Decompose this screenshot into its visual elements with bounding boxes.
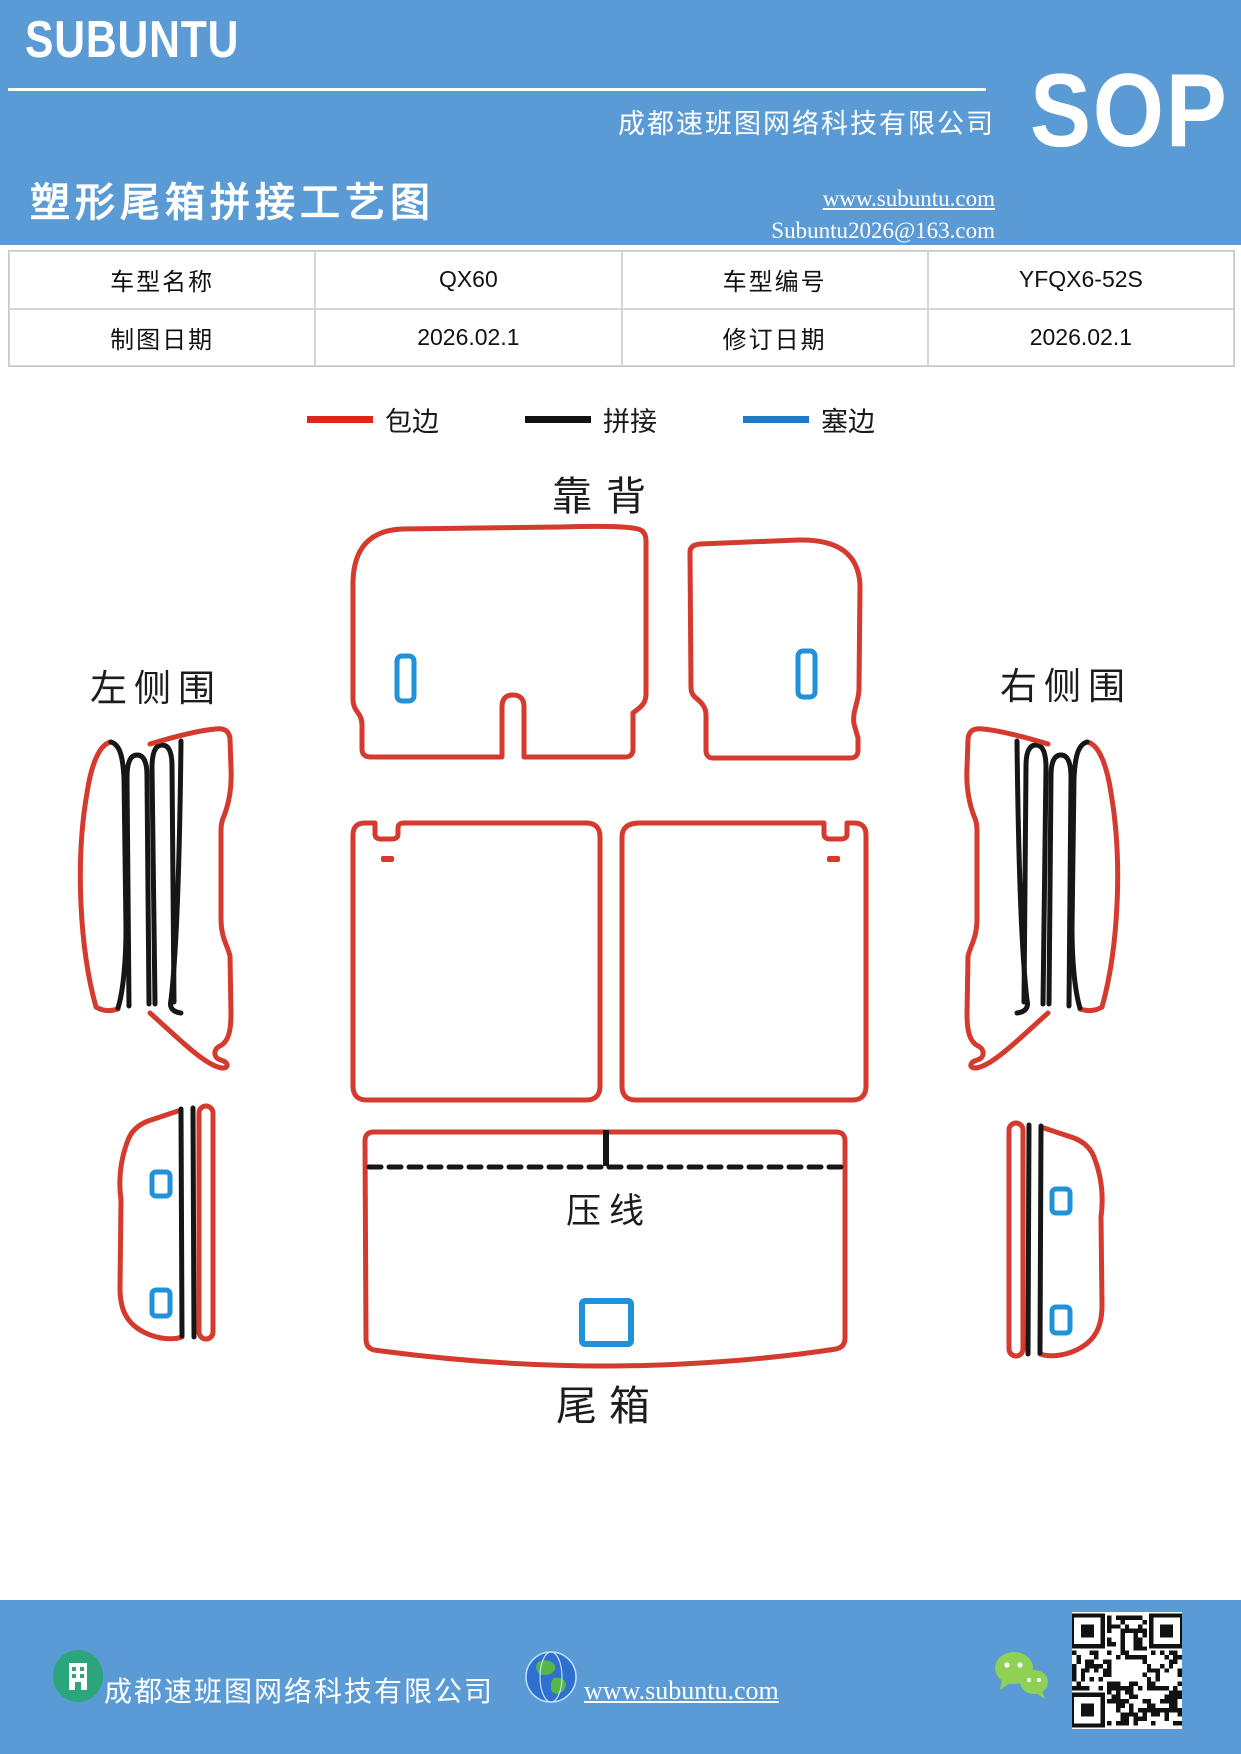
label-right-side: 右侧围 <box>1000 667 1132 708</box>
legend-item-wrap-edge: 包边 <box>307 400 439 439</box>
footer-website-link[interactable]: www.subuntu.com <box>584 1676 779 1705</box>
wrap-edge-line-swatch <box>307 416 373 423</box>
side-bolster-group <box>77 726 234 1071</box>
seat-right-piece <box>619 820 869 1103</box>
vehicle-info-table: 车型名称 QX60 车型编号 YFQX6-52S 制图日期 2026.02.1 … <box>8 250 1235 367</box>
qr-code <box>1069 1612 1185 1729</box>
table-cell-value: YFQX6-52S <box>927 251 1234 309</box>
label-backrest: 靠背 <box>552 474 660 519</box>
label-trunk: 尾箱 <box>556 1383 662 1429</box>
tuck-slot <box>149 1287 173 1319</box>
header-company-name: 成都速班图网络科技有限公司 <box>618 109 995 139</box>
header-website-link[interactable]: www.subuntu.com <box>822 186 995 211</box>
alignment-mark <box>827 856 840 862</box>
center-notch-mark <box>603 1130 609 1166</box>
header-banner <box>0 0 1241 245</box>
side-bolster-group-right <box>967 729 1118 1068</box>
lower-trim-piece <box>117 1103 216 1342</box>
footer-company-name: 成都速班图网络科技有限公司 <box>104 1677 495 1708</box>
legend-item-splice: 拼接 <box>525 400 657 439</box>
backrest-right-piece <box>687 537 863 761</box>
trunk-mat-piece <box>362 1129 848 1369</box>
globe-icon <box>525 1651 577 1703</box>
table-cell-label: 车型名称 <box>9 251 316 309</box>
wechat-icon <box>995 1652 1048 1699</box>
tuck-slot <box>579 1298 634 1347</box>
label-crease: 压线 <box>566 1192 653 1231</box>
table-cell-value: QX60 <box>315 251 622 309</box>
legend: 包边 拼接 塞边 <box>307 400 875 439</box>
table-cell-value: 2026.02.1 <box>315 308 622 366</box>
page-title: 塑形尾箱拼接工艺图 <box>30 180 435 225</box>
tuck-slot <box>795 648 818 700</box>
backrest-left-piece <box>350 523 649 760</box>
legend-item-tuck-edge: 塞边 <box>743 400 875 439</box>
header-email[interactable]: Subuntu2026@163.com <box>771 218 995 243</box>
tuck-slot <box>149 1169 173 1199</box>
table-cell-label: 车型编号 <box>621 251 928 309</box>
legend-label: 塞边 <box>821 407 875 437</box>
tuck-edge-line-swatch <box>743 416 809 423</box>
table-cell-label: 修订日期 <box>621 308 928 366</box>
sop-badge: SOP <box>1030 53 1229 169</box>
alignment-mark <box>381 856 394 862</box>
seat-left-piece <box>350 820 603 1103</box>
label-left-side: 左侧围 <box>90 669 222 710</box>
splice-line-swatch <box>525 416 591 423</box>
lower-trim-piece-right <box>1009 1123 1102 1356</box>
tuck-slot <box>394 653 417 704</box>
table-cell-label: 制图日期 <box>9 308 316 366</box>
table-cell-value: 2026.02.1 <box>927 308 1234 366</box>
building-icon <box>53 1650 103 1702</box>
legend-label: 拼接 <box>603 407 657 437</box>
legend-label: 包边 <box>385 407 439 437</box>
brand-logo: SUBUNTU <box>25 11 240 69</box>
header-divider <box>8 88 986 91</box>
